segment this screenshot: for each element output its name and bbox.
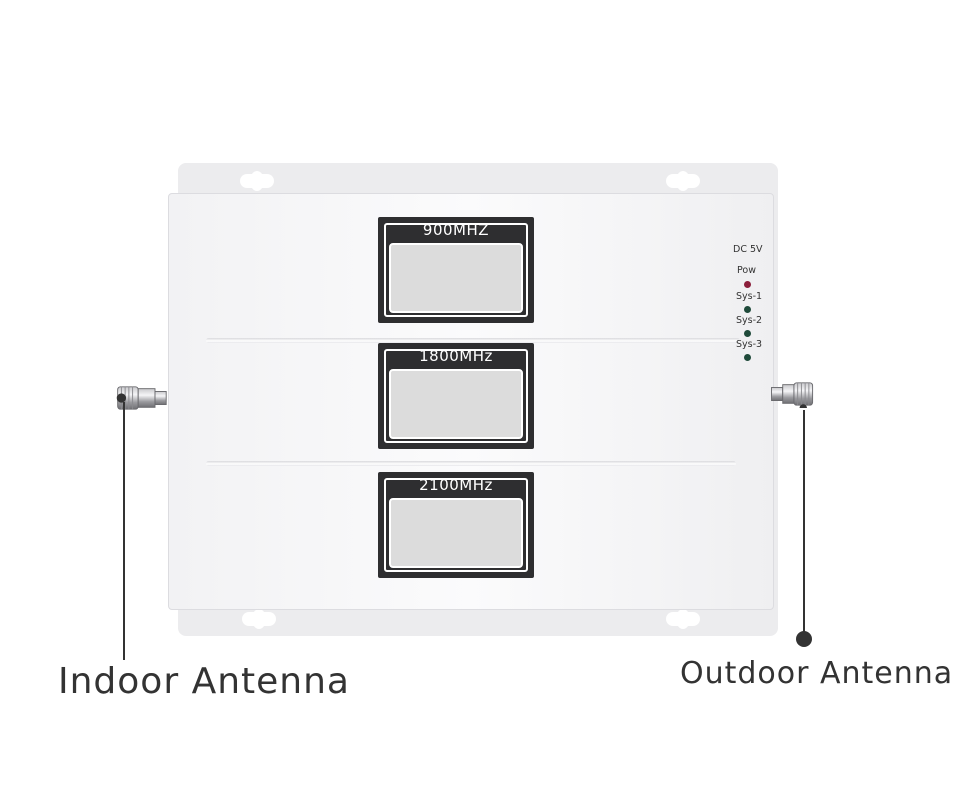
mounting-slot xyxy=(240,171,274,191)
indicator-label-pow: Pow xyxy=(737,265,756,276)
housing-groove xyxy=(206,461,736,466)
sys1-led xyxy=(744,306,751,313)
indicator-label-sys1: Sys-1 xyxy=(736,291,763,302)
sys2-led xyxy=(744,330,751,337)
band-label: 900MHZ xyxy=(422,221,490,239)
outdoor-leader-dot xyxy=(796,631,812,647)
band-display-900: 900MHZ xyxy=(378,217,534,323)
lcd-screen xyxy=(389,369,523,439)
lcd-screen xyxy=(389,498,523,568)
sys3-led xyxy=(744,354,751,361)
band-label: 1800MHz xyxy=(419,347,493,365)
indoor-antenna-label: Indoor Antenna xyxy=(58,661,350,702)
lcd-screen xyxy=(389,243,523,313)
housing-groove xyxy=(206,338,740,343)
power-input-label: DC 5V xyxy=(733,244,763,255)
outdoor-antenna-connector xyxy=(771,382,814,408)
band-display-1800: 1800MHz xyxy=(378,343,534,449)
band-label: 2100MHz xyxy=(419,476,493,494)
outdoor-antenna-label: Outdoor Antenna xyxy=(680,656,954,691)
mounting-slot xyxy=(666,609,700,629)
indoor-antenna-connector xyxy=(116,386,167,410)
band-display-2100: 2100MHz xyxy=(378,472,534,578)
mounting-slot xyxy=(242,609,276,629)
outdoor-leader-line xyxy=(803,410,805,635)
indoor-leader-line xyxy=(123,402,125,660)
mounting-slot xyxy=(666,171,700,191)
indicator-label-sys3: Sys-3 xyxy=(736,339,763,350)
indicator-label-sys2: Sys-2 xyxy=(736,315,763,326)
power-led xyxy=(744,281,751,288)
